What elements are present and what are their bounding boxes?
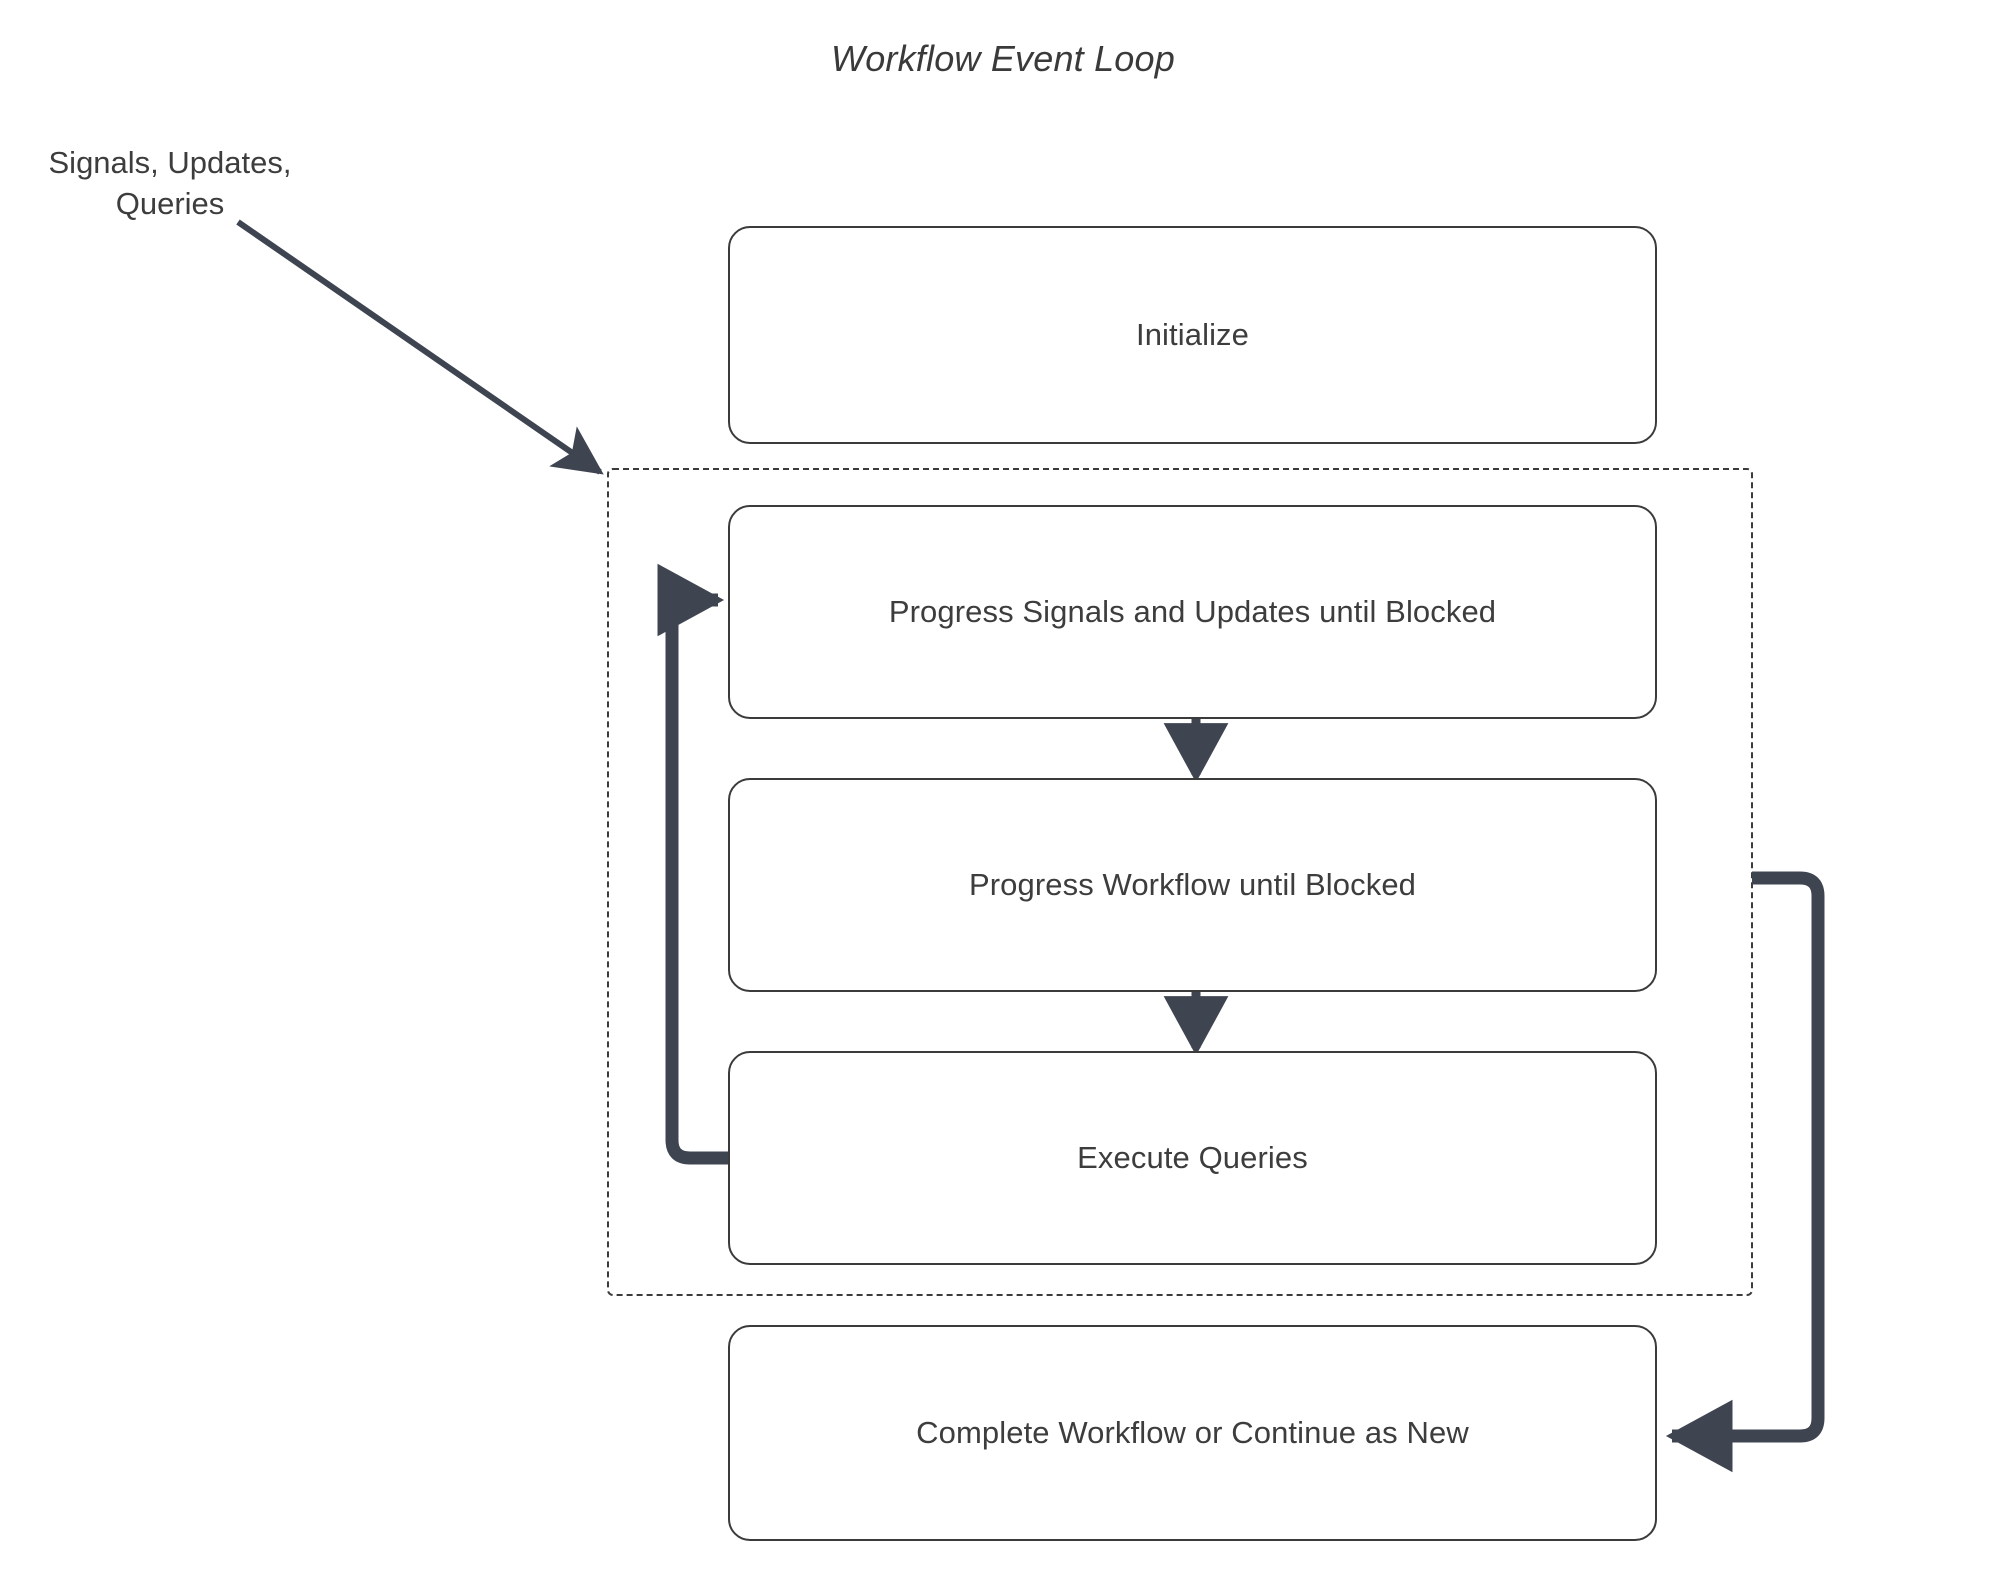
edge-input-to-event-loop bbox=[236, 219, 604, 475]
node-initialize-label: Initialize bbox=[1136, 316, 1249, 352]
input-sources-line-1: Signals, Updates, bbox=[48, 145, 292, 180]
node-initialize[interactable]: Initialize bbox=[728, 226, 1657, 444]
node-complete-workflow[interactable]: Complete Workflow or Continue as New bbox=[728, 1325, 1657, 1541]
node-progress-signals[interactable]: Progress Signals and Updates until Block… bbox=[728, 505, 1657, 719]
node-progress-signals-label: Progress Signals and Updates until Block… bbox=[888, 593, 1497, 629]
node-complete-workflow-label: Complete Workflow or Continue as New bbox=[916, 1414, 1469, 1450]
node-execute-queries-label: Execute Queries bbox=[1077, 1139, 1308, 1175]
input-sources-label: Signals, Updates, Queries bbox=[20, 143, 320, 225]
edge-region-to-complete bbox=[1665, 871, 1825, 1473]
node-execute-queries[interactable]: Execute Queries bbox=[728, 1051, 1657, 1265]
input-sources-line-2: Queries bbox=[115, 185, 225, 221]
edge-queries-back-to-signals bbox=[657, 563, 728, 1165]
node-progress-workflow[interactable]: Progress Workflow until Blocked bbox=[728, 778, 1657, 992]
node-progress-workflow-label: Progress Workflow until Blocked bbox=[968, 866, 1417, 902]
page-title: Workflow Event Loop bbox=[831, 38, 1175, 79]
